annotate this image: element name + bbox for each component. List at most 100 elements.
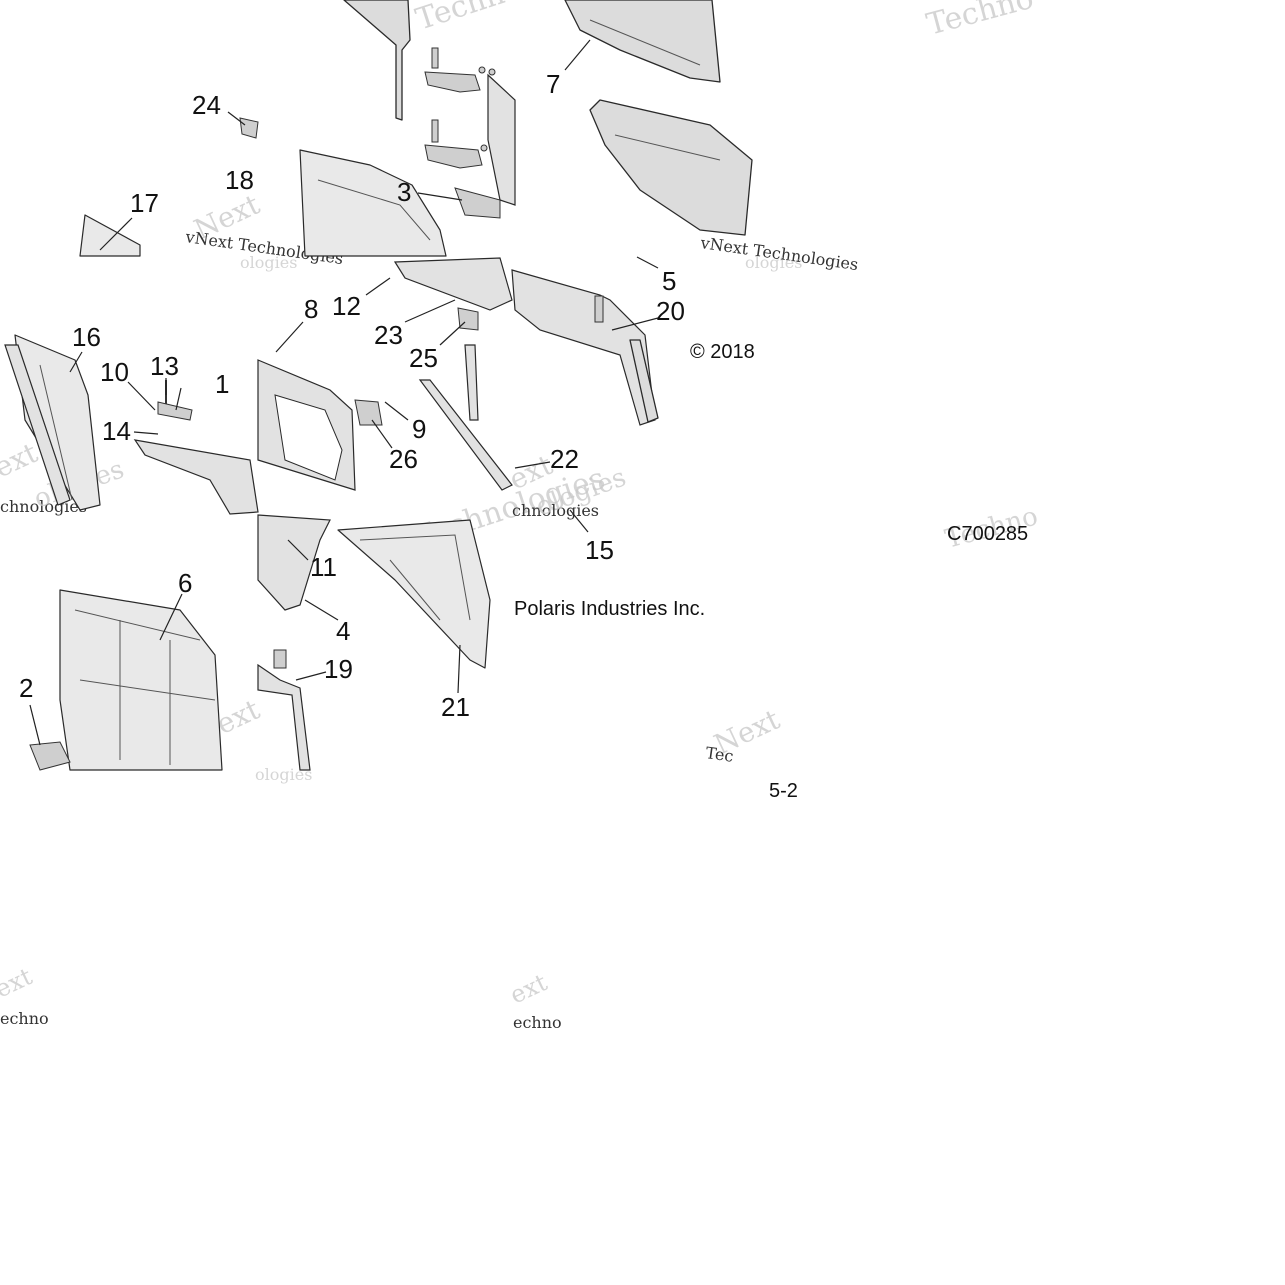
blank-region bbox=[0, 0, 172, 90]
callout-19: 19 bbox=[324, 654, 353, 684]
callout-26: 26 bbox=[389, 444, 418, 474]
leader-21 bbox=[457, 644, 461, 694]
leader-8 bbox=[275, 321, 304, 353]
missing-tile-masks bbox=[0, 0, 172, 90]
door-frame-8-opening bbox=[274, 394, 343, 481]
hinge-frame-upper-part bbox=[487, 73, 516, 206]
callout-2: 2 bbox=[19, 673, 33, 703]
leader-26 bbox=[371, 419, 393, 449]
clip-24-part bbox=[239, 117, 259, 139]
door-shell-part bbox=[299, 149, 447, 257]
callout-14: 14 bbox=[102, 416, 131, 446]
leader-12 bbox=[365, 277, 391, 296]
latch-plate-25-part bbox=[457, 307, 479, 331]
callout-labels: 1 2 3 4 5 6 7 8 9 10 11 12 13 14 15 16 1… bbox=[19, 69, 685, 722]
callout-8: 8 bbox=[304, 294, 318, 324]
callout-7: 7 bbox=[546, 69, 560, 99]
illustration-code: C700285 bbox=[947, 523, 1028, 545]
latch-plate-26-part bbox=[354, 399, 383, 426]
callout-21: 21 bbox=[441, 692, 470, 722]
parts-middle-band bbox=[4, 257, 659, 515]
hinge-plate-1-part bbox=[157, 401, 193, 421]
leader-11 bbox=[287, 539, 309, 561]
nut-icon bbox=[488, 68, 496, 76]
bracket-19-part bbox=[273, 649, 287, 669]
callout-24: 24 bbox=[192, 90, 221, 120]
panel-16-rib bbox=[39, 364, 73, 501]
copyright-text: © 2018 bbox=[690, 341, 755, 363]
callout-25: 25 bbox=[409, 343, 438, 373]
panel-7-crease bbox=[589, 19, 701, 66]
door-frame-14-part bbox=[133, 439, 259, 515]
callout-5: 5 bbox=[662, 266, 676, 296]
leader-24 bbox=[227, 111, 246, 126]
panel-17-part bbox=[79, 214, 141, 257]
frame-upper-12-part bbox=[393, 257, 513, 311]
leader-1 bbox=[175, 387, 182, 411]
leader-22 bbox=[514, 461, 551, 469]
door-insert-6-grid bbox=[74, 609, 216, 765]
watermark-caption: chnologies bbox=[512, 501, 599, 520]
watermark-text: ext bbox=[0, 436, 43, 485]
leader-lines bbox=[29, 39, 659, 746]
callout-22: 22 bbox=[550, 444, 579, 474]
watermark-text: ologies bbox=[255, 765, 312, 784]
frame-4-part bbox=[257, 514, 331, 611]
nut-icon bbox=[478, 66, 486, 74]
door-frame-20-part bbox=[511, 269, 656, 426]
watermark-text: ext bbox=[0, 962, 37, 1003]
leader-2 bbox=[29, 704, 41, 746]
watermark-text: ext bbox=[506, 968, 552, 1009]
leader-17 bbox=[99, 217, 133, 251]
watermark-caption: Tec bbox=[704, 743, 734, 766]
callout-1: 1 bbox=[215, 369, 229, 399]
nut-icon bbox=[480, 144, 488, 152]
callout-6: 6 bbox=[178, 568, 192, 598]
watermark-caption: echno bbox=[513, 1013, 562, 1032]
watermark-text: Techno bbox=[412, 0, 526, 38]
seal-strip-part bbox=[4, 344, 71, 506]
callout-23: 23 bbox=[374, 320, 403, 350]
info-text: © 2018 Polaris Industries Inc. C700285 5… bbox=[514, 341, 1028, 802]
leader-9 bbox=[384, 401, 409, 421]
door-shell-crease bbox=[317, 179, 431, 241]
company-name: Polaris Industries Inc. bbox=[514, 598, 705, 620]
leader-25 bbox=[439, 321, 466, 346]
callout-17: 17 bbox=[130, 188, 159, 218]
callout-12: 12 bbox=[332, 291, 361, 321]
bracket-20-part bbox=[594, 295, 604, 323]
leader-7 bbox=[564, 39, 591, 71]
leader-3 bbox=[417, 192, 463, 201]
watermark-text: ologies bbox=[240, 253, 297, 272]
callout-9: 9 bbox=[412, 414, 426, 444]
watermark-caption: echno bbox=[0, 1009, 49, 1028]
leader-15 bbox=[569, 509, 589, 533]
door-panel-upper-left-part bbox=[343, 0, 411, 121]
callout-11: 11 bbox=[310, 552, 337, 582]
callout-16: 16 bbox=[72, 322, 101, 352]
leader-20 bbox=[611, 317, 659, 331]
watermark-text: ologies bbox=[745, 253, 802, 272]
hinge-post-part bbox=[464, 344, 479, 421]
tube-19-part bbox=[257, 663, 311, 771]
leader-14 bbox=[133, 431, 159, 435]
hinge-plate-part bbox=[424, 71, 481, 93]
tube-22-part bbox=[418, 379, 513, 491]
leader-10 bbox=[127, 381, 156, 411]
leader-19 bbox=[295, 671, 327, 681]
seal-20-part bbox=[629, 339, 659, 423]
panel-7-lower-part bbox=[589, 99, 753, 236]
leader-6 bbox=[159, 593, 183, 641]
callout-20: 20 bbox=[656, 296, 685, 326]
leader-5 bbox=[636, 256, 659, 269]
leader-4 bbox=[304, 599, 339, 621]
leader-23 bbox=[404, 299, 456, 323]
hinge-plate-part bbox=[424, 144, 483, 169]
callout-10: 10 bbox=[100, 357, 129, 387]
bolt-icon bbox=[431, 47, 439, 69]
door-21-ribs bbox=[359, 534, 471, 621]
leader-16 bbox=[69, 351, 83, 373]
callout-3: 3 bbox=[397, 177, 411, 207]
callout-18: 18 bbox=[225, 165, 254, 195]
